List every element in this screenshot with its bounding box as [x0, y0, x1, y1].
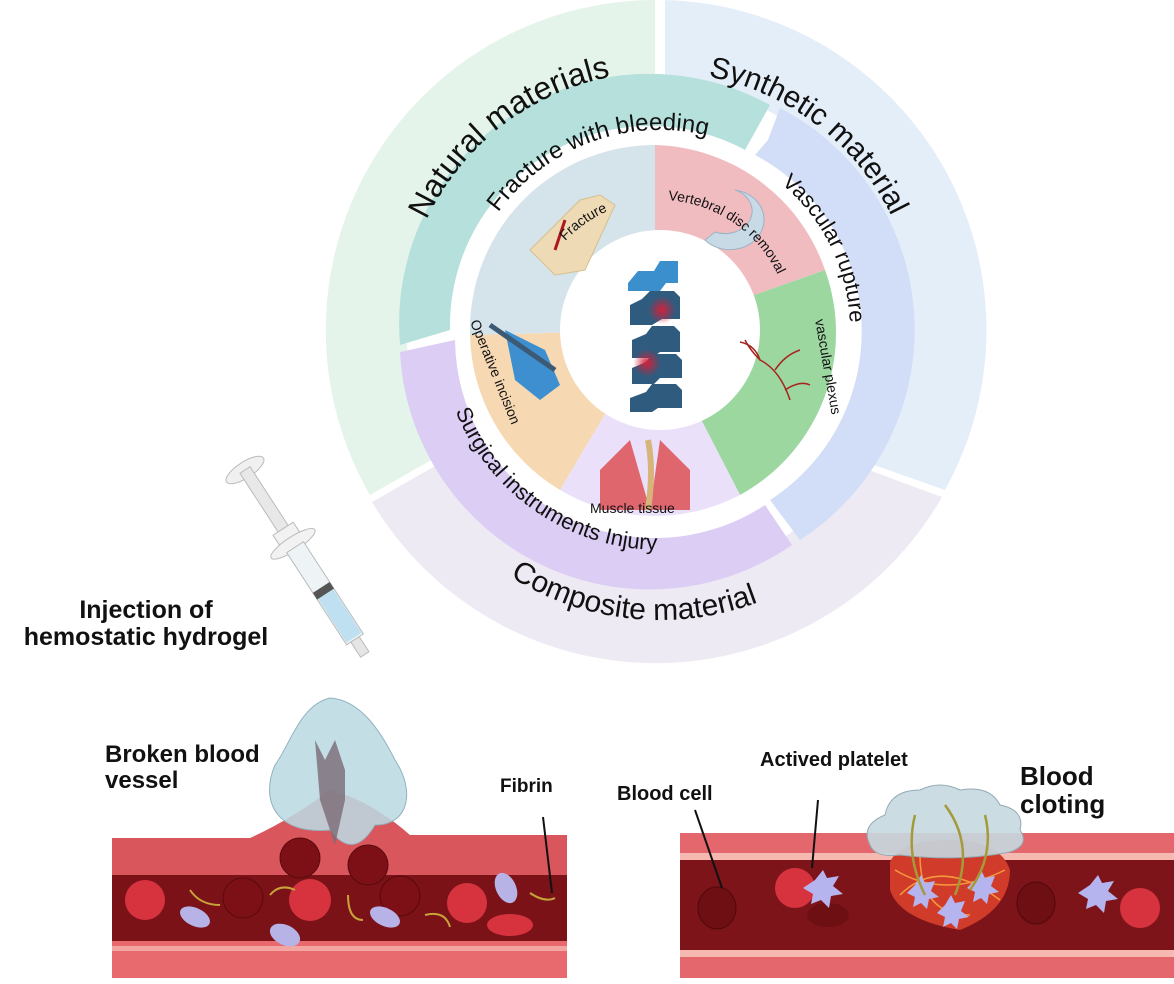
fractured-bone-icon: [529, 194, 616, 276]
red-blood-cells: [125, 837, 533, 936]
blood-clotting-title: Blood cloting: [1020, 762, 1105, 818]
spine-muscle-icon: [600, 439, 690, 511]
broken-vessel-line1: Broken blood: [105, 741, 260, 768]
blood-cell-label: Blood cell: [617, 783, 713, 805]
blood-clotting-line1: Blood: [1020, 761, 1094, 791]
actived-platelet-label: Actived platelet: [760, 749, 908, 771]
middle-segment-surgical-injury: [400, 340, 792, 590]
vertebral-disc-icon: [704, 189, 765, 251]
blood-vessel-icon: [739, 339, 811, 401]
middle-segment-fracture-bleeding: [399, 73, 770, 346]
inner-label-muscle: Muscle tissue: [590, 500, 675, 516]
blood-cell-pointer-line: [694, 809, 723, 889]
middle-ring: [399, 73, 915, 590]
fibrin-strands: [189, 886, 556, 928]
fibrin-label: Fibrin: [500, 776, 553, 797]
middle-segment-vascular-rupture: [755, 108, 915, 540]
outer-segment-composite: [372, 462, 942, 664]
blood-clotting-illustration: [680, 784, 1174, 978]
injection-label-line1: Injection of: [79, 596, 213, 624]
broken-vessel-title: Broken blood vessel: [105, 742, 260, 794]
broken-vessel-illustration: [112, 697, 567, 978]
platelets: [180, 872, 518, 947]
broken-vessel-line2: vessel: [105, 766, 179, 794]
blood-cells: [697, 868, 1160, 930]
scalpel-hand-icon: [488, 322, 560, 400]
syringe-icon: [225, 455, 370, 658]
blood-clotting-line2: cloting: [1020, 789, 1106, 820]
hydrogel-cloud: [866, 784, 1024, 859]
fibrin-pointer-line: [542, 816, 553, 894]
spine-vertebrae-icon: [628, 261, 682, 412]
platelet-pointer-line: [811, 799, 819, 869]
injection-label: Injection of hemostatic hydrogel: [0, 597, 292, 651]
clot-mass: [890, 840, 1010, 930]
injection-label-line2: hemostatic hydrogel: [23, 623, 269, 651]
